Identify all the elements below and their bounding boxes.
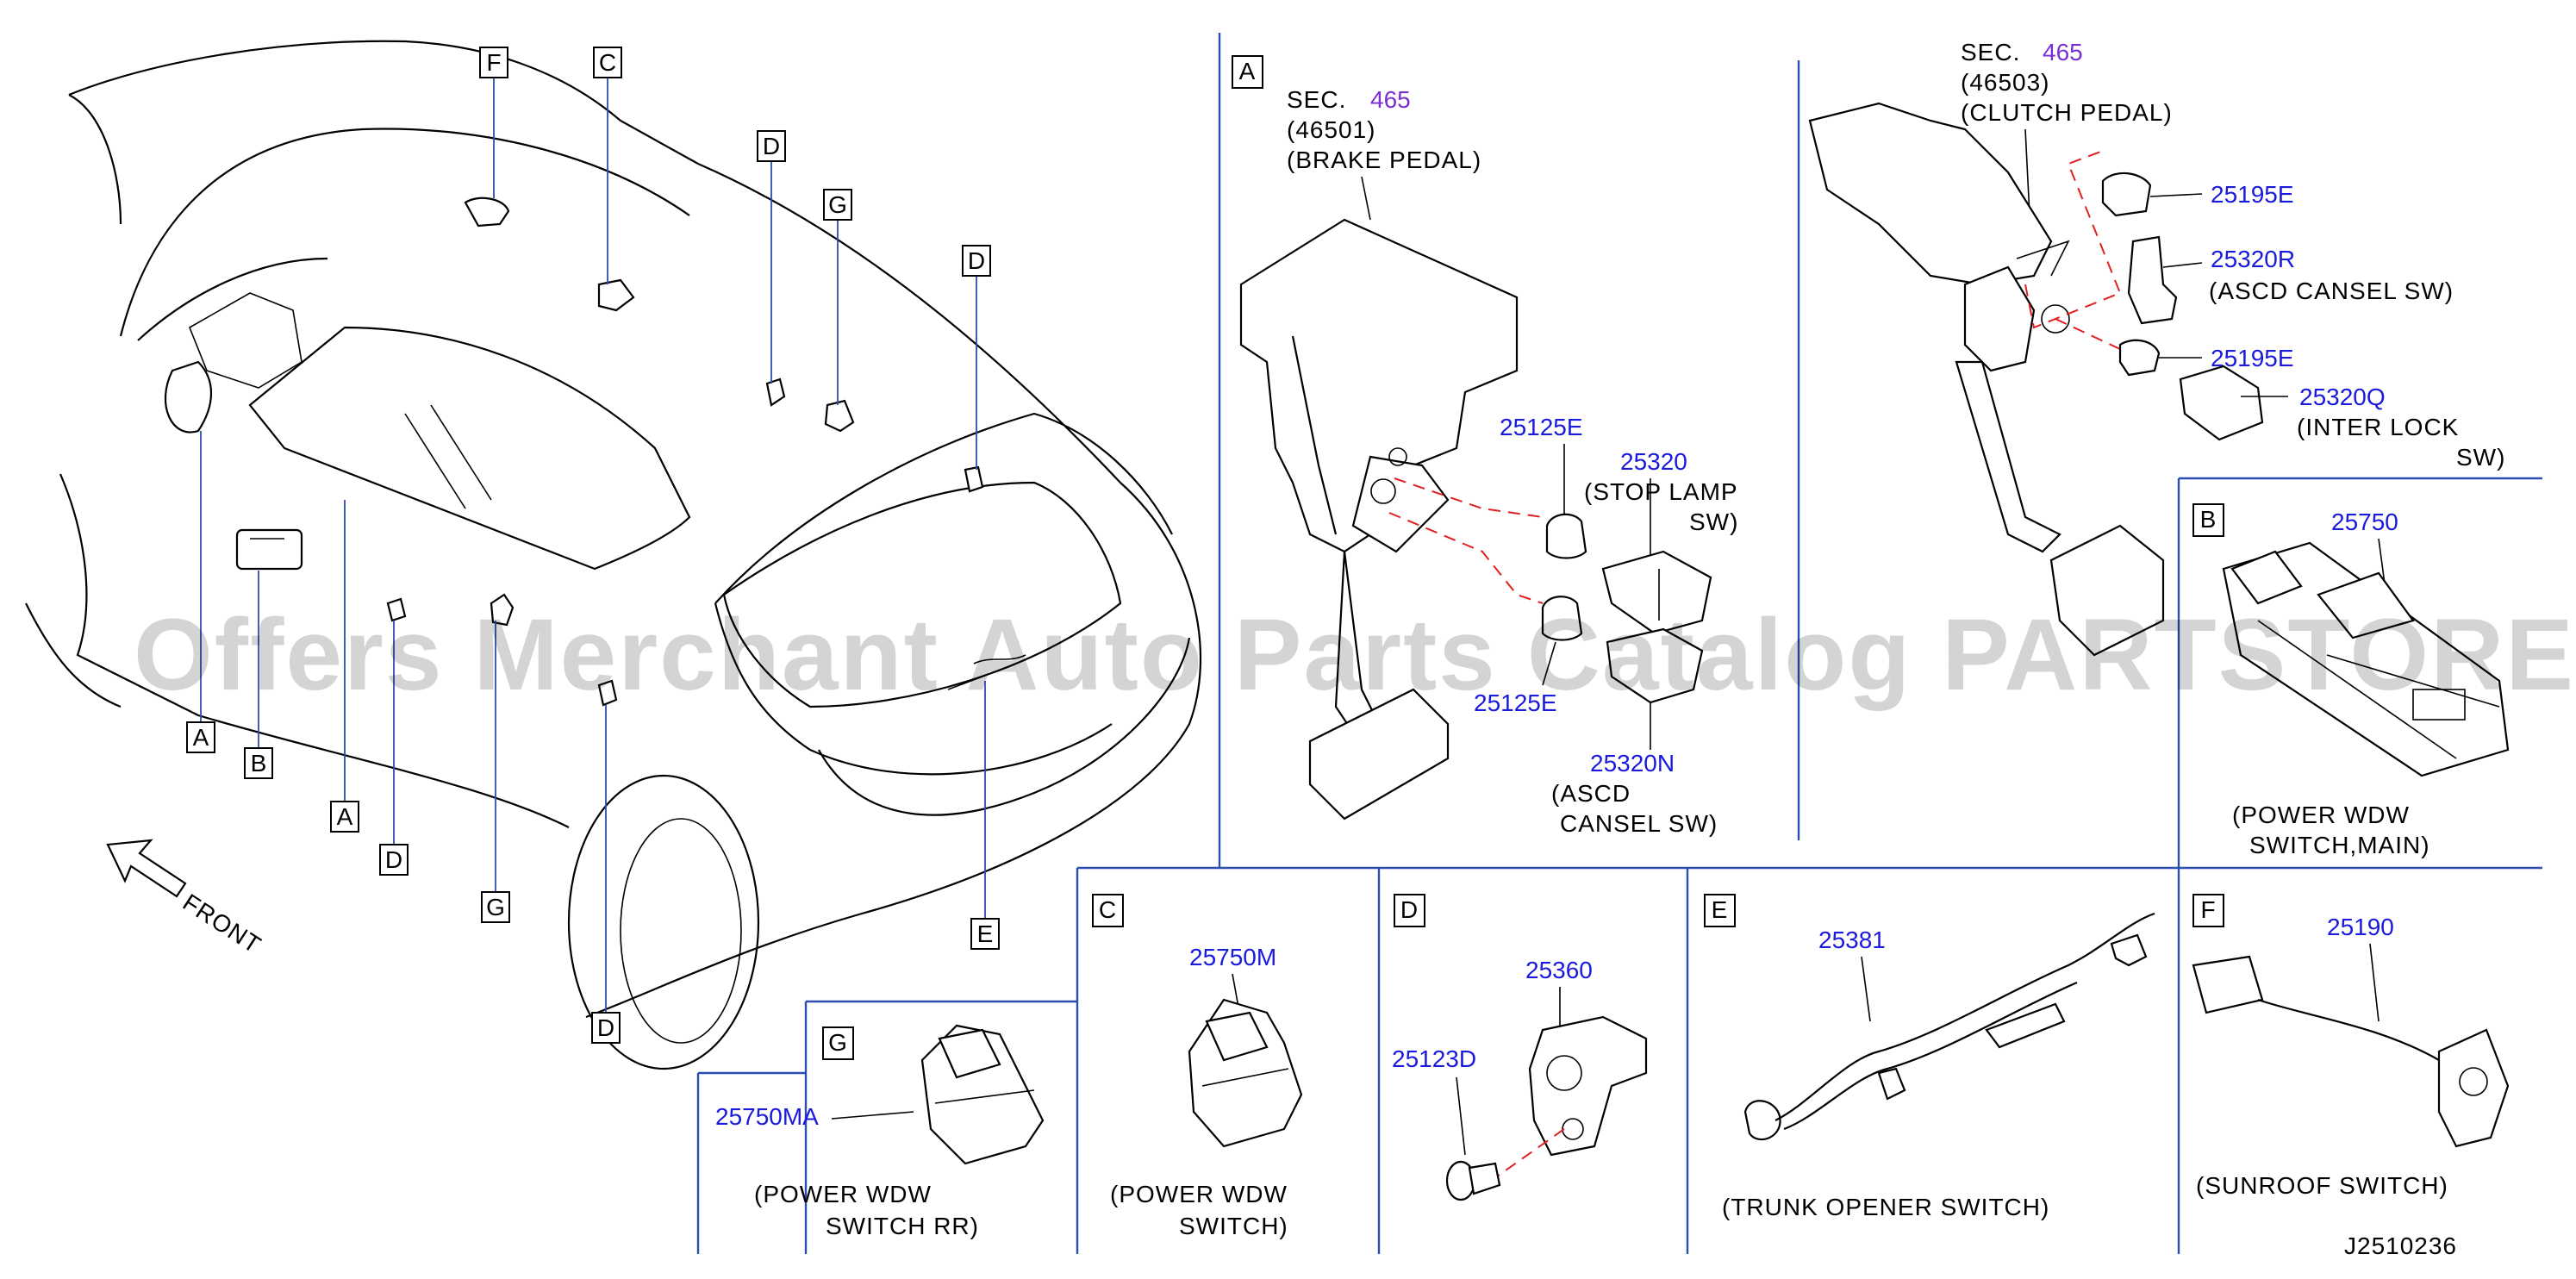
svg-text:(POWER WDW: (POWER WDW <box>754 1181 932 1207</box>
svg-text:G: G <box>486 894 505 920</box>
svg-text:A: A <box>1239 58 1256 84</box>
label-c-top: C <box>593 47 622 78</box>
label-f-top: F <box>479 47 508 78</box>
label-d-top1: D <box>757 130 786 162</box>
svg-text:D: D <box>385 846 402 873</box>
svg-text:25320R: 25320R <box>2211 246 2295 272</box>
svg-text:(POWER WDW: (POWER WDW <box>2232 802 2410 828</box>
panel-e: E 25381 (TRUNK OPENER SWITCH) <box>1704 894 2155 1220</box>
svg-text:465: 465 <box>1370 86 1411 113</box>
svg-text:C: C <box>1099 896 1116 923</box>
svg-text:(SUNROOF SWITCH): (SUNROOF SWITCH) <box>2196 1172 2448 1199</box>
svg-text:(TRUNK OPENER SWITCH): (TRUNK OPENER SWITCH) <box>1722 1194 2049 1220</box>
svg-text:D: D <box>763 133 780 159</box>
label-a-left: A <box>186 721 215 753</box>
svg-text:(INTER LOCK: (INTER LOCK <box>2297 414 2459 440</box>
label-e-mid: E <box>970 918 1000 950</box>
panel-g: G 25750MA (POWER WDW SWITCH RR) <box>715 1024 1045 1239</box>
panel-c: C 25750M (POWER WDW SWITCH) <box>1092 894 1303 1239</box>
svg-text:(BRAKE PEDAL): (BRAKE PEDAL) <box>1287 147 1481 173</box>
sunroof-switch-icon <box>2192 955 2510 1148</box>
label-b-left: B <box>244 747 273 779</box>
power-window-main-switch-icon <box>2222 541 2510 777</box>
svg-text:SEC.: SEC. <box>1287 86 1346 113</box>
front-arrow-icon: FRONT <box>106 839 266 958</box>
panel-a: A SEC. 465 (46501) (BRAKE PEDAL) 25125E … <box>1232 39 2505 837</box>
label-g-mid: G <box>481 891 510 923</box>
svg-text:F: F <box>2200 896 2215 923</box>
svg-text:SWITCH RR): SWITCH RR) <box>826 1213 979 1239</box>
svg-text:G: G <box>828 1029 847 1056</box>
svg-text:25750MA: 25750MA <box>715 1103 819 1130</box>
svg-text:25320: 25320 <box>1620 448 1687 475</box>
svg-text:25195E: 25195E <box>2211 181 2294 208</box>
clutch-pedal-icon <box>1808 102 2165 657</box>
svg-text:D: D <box>597 1014 614 1041</box>
svg-text:25125E: 25125E <box>1474 689 1557 716</box>
svg-text:(46503): (46503) <box>1961 69 2050 96</box>
svg-text:465: 465 <box>2043 39 2083 66</box>
svg-text:(46501): (46501) <box>1287 116 1376 143</box>
svg-text:G: G <box>828 191 847 218</box>
svg-text:A: A <box>193 724 209 751</box>
label-d-mid: D <box>379 844 409 876</box>
label-d-top2: D <box>962 245 991 277</box>
svg-text:B: B <box>2200 506 2217 533</box>
svg-text:A: A <box>337 803 353 830</box>
power-window-rr-switch-icon <box>920 1024 1045 1165</box>
svg-text:B: B <box>251 750 267 777</box>
panel-frame <box>696 33 2542 1254</box>
overview-leaders <box>200 78 986 1013</box>
brake-pedal-icon <box>1239 218 1519 820</box>
svg-text:25190: 25190 <box>2327 914 2394 940</box>
svg-text:SWITCH): SWITCH) <box>1179 1213 1288 1239</box>
label-a-mid: A <box>330 801 359 833</box>
svg-text:E: E <box>977 920 994 947</box>
door-switch-icon <box>1528 1015 1648 1157</box>
watermark: Offers Merchant Auto Parts Catalog PARTS… <box>134 598 2576 712</box>
svg-text:C: C <box>599 49 616 76</box>
svg-text:SWITCH,MAIN): SWITCH,MAIN) <box>2249 832 2430 858</box>
svg-text:SW): SW) <box>2456 444 2505 471</box>
svg-text:25360: 25360 <box>1525 957 1593 983</box>
svg-text:25320Q: 25320Q <box>2299 384 2386 410</box>
label-d-bottom: D <box>591 1012 621 1044</box>
svg-text:CANSEL SW): CANSEL SW) <box>1560 810 1718 837</box>
svg-text:25320N: 25320N <box>1590 750 1675 777</box>
clip-icon <box>1445 1160 1501 1201</box>
svg-text:25125E: 25125E <box>1500 414 1583 440</box>
panel-d: D 25360 25123D <box>1392 894 1648 1201</box>
svg-text:(POWER WDW: (POWER WDW <box>1110 1181 1288 1207</box>
overview-labels: F C D G D A B A D G E D <box>186 47 1000 1044</box>
power-window-switch-icon <box>1188 998 1303 1148</box>
label-g-top: G <box>823 189 852 221</box>
svg-text:E: E <box>1712 896 1728 923</box>
diagram-code: J2510236 <box>2344 1232 2457 1259</box>
svg-text:D: D <box>968 247 985 274</box>
svg-text:25750: 25750 <box>2331 508 2398 535</box>
panel-f: F 25190 (SUNROOF SWITCH) <box>2192 894 2510 1199</box>
svg-text:(ASCD CANSEL SW): (ASCD CANSEL SW) <box>2209 278 2454 304</box>
svg-text:25750M: 25750M <box>1189 944 1276 970</box>
svg-text:(ASCD: (ASCD <box>1551 780 1631 807</box>
svg-text:FRONT: FRONT <box>178 889 266 958</box>
svg-text:F: F <box>486 49 501 76</box>
svg-text:SW): SW) <box>1689 508 1738 535</box>
svg-text:D: D <box>1400 896 1418 923</box>
svg-text:(STOP LAMP: (STOP LAMP <box>1584 478 1738 505</box>
svg-text:(CLUTCH PEDAL): (CLUTCH PEDAL) <box>1961 99 2173 126</box>
panel-b: B 25750 (POWER WDW SWITCH,MAIN) <box>2192 503 2510 858</box>
svg-text:SEC.: SEC. <box>1961 39 2020 66</box>
svg-text:25123D: 25123D <box>1392 1045 1476 1072</box>
svg-text:25381: 25381 <box>1818 926 1886 953</box>
trunk-opener-harness-icon <box>1743 912 2155 1141</box>
car-overview <box>25 40 1202 1070</box>
